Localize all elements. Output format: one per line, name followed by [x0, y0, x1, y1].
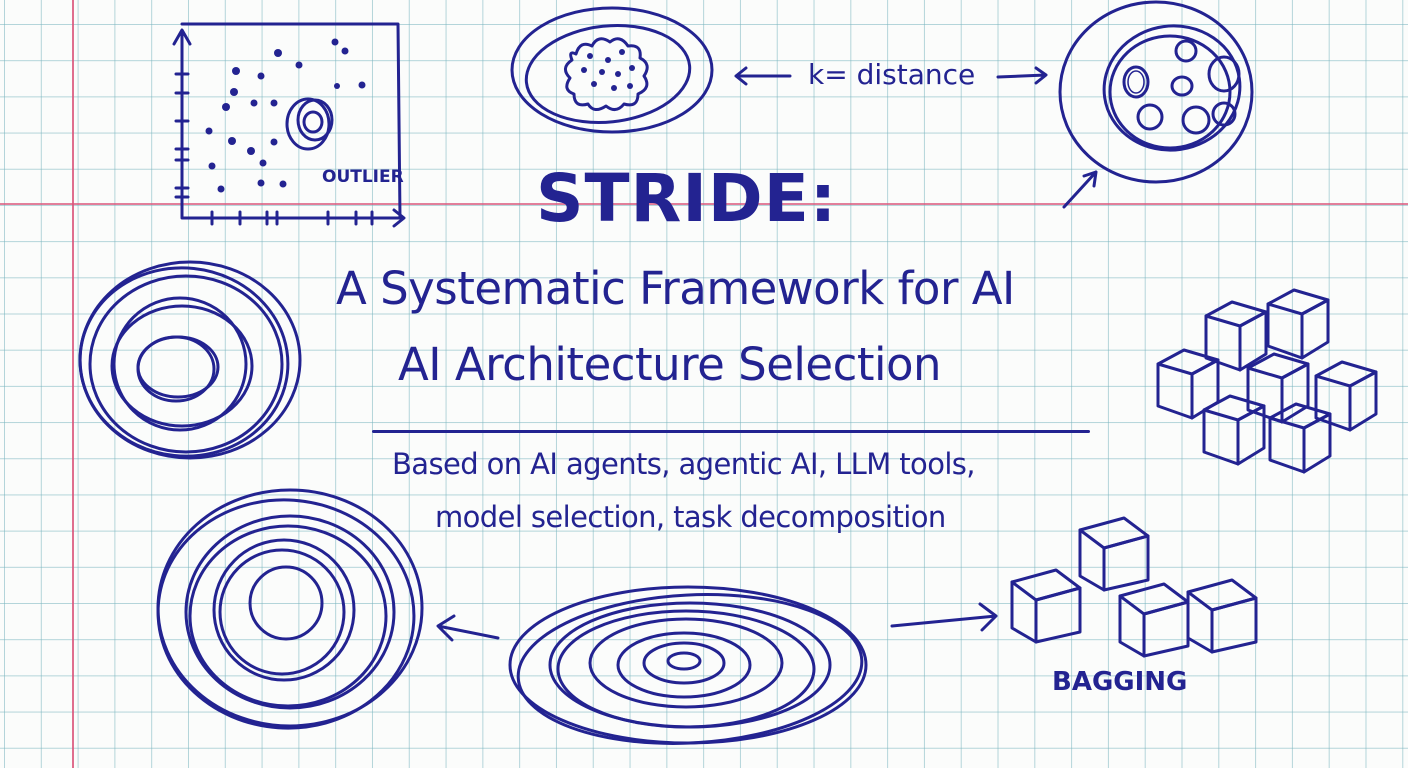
scatter-plot-icon — [172, 22, 406, 228]
arrow-right-icon — [996, 66, 1048, 85]
subtitle-line-1: Based on AI agents, agentic AI, LLM tool… — [392, 447, 976, 481]
arrow-right-icon — [890, 602, 998, 632]
title-line-2: AI Architecture Selection — [398, 338, 942, 391]
spiral-ellipse-icon — [508, 585, 868, 745]
outlier-label: OUTLIER — [322, 167, 404, 187]
title-divider — [372, 430, 1090, 433]
subtitle-line-2: model selection, task decomposition — [435, 500, 946, 534]
arrow-left-icon — [734, 66, 792, 86]
title-main: STRIDE: — [536, 160, 838, 237]
nested-clusters-icon — [1058, 0, 1254, 209]
cubes-ensemble-icon — [1156, 288, 1378, 474]
concentric-circles-icon — [78, 260, 302, 460]
arrow-left-icon — [436, 614, 500, 642]
cluster-blob-icon — [510, 6, 714, 134]
k-distance-label: k= distance — [808, 58, 976, 91]
notebook-margin-vertical — [72, 0, 74, 768]
bagging-cubes-icon — [1010, 516, 1258, 658]
concentric-circles-icon — [156, 488, 424, 730]
notebook-margin-horizontal — [0, 203, 1408, 205]
title-line-1: A Systematic Framework for AI — [336, 262, 1015, 315]
bagging-label: BAGGING — [1052, 667, 1188, 697]
